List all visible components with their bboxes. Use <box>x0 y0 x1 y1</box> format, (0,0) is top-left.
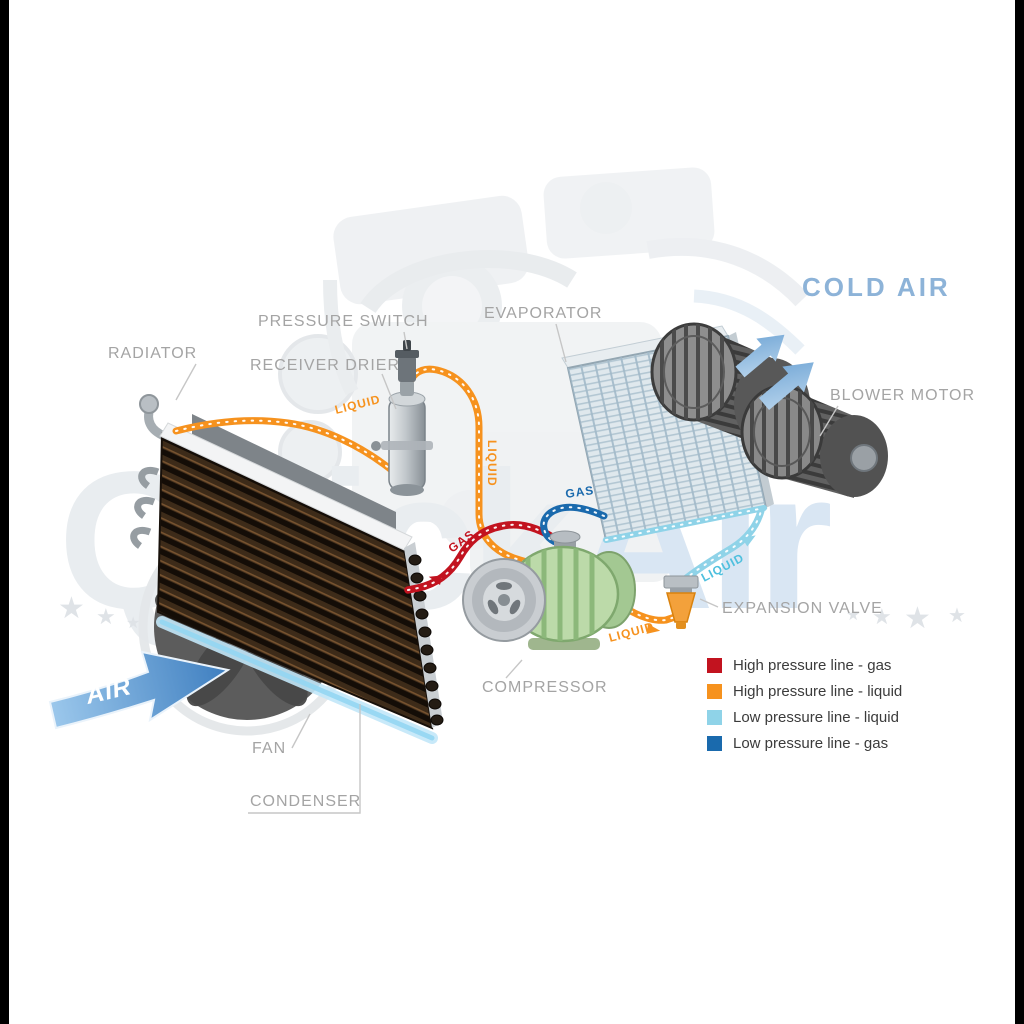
legend-item: High pressure line - gas <box>707 652 902 678</box>
star-icon: ★ <box>948 605 966 627</box>
line-label-gas: GAS <box>564 483 595 501</box>
fan-label: FAN <box>252 740 286 757</box>
expansion-valve-label: EXPANSION VALVE <box>722 600 883 617</box>
legend-label: High pressure line - gas <box>733 656 892 674</box>
condenser-left-fittings <box>130 467 160 549</box>
compressor <box>462 530 636 650</box>
star-icon: ★ <box>872 604 892 629</box>
star-icon: ★ <box>904 602 931 635</box>
radiator-cap <box>139 394 159 414</box>
legend-label: Low pressure line - gas <box>733 734 889 752</box>
legend-item: Low pressure line - liquid <box>707 704 902 730</box>
pressure-switch-label: PRESSURE SWITCH <box>258 313 429 330</box>
condenser-tube-bends <box>408 554 444 726</box>
radiator-label: RADIATOR <box>108 345 197 362</box>
star-icon: ★ <box>846 607 860 624</box>
condenser-top-face <box>159 422 413 551</box>
legend-label: Low pressure line - liquid <box>733 708 899 726</box>
condenser <box>130 422 444 744</box>
blower-motor <box>650 322 888 498</box>
star-icon: ★ <box>58 592 85 625</box>
compressor-label: COMPRESSOR <box>482 679 608 696</box>
blower-motor-label: BLOWER MOTOR <box>830 387 975 404</box>
legend-item: Low pressure line - gas <box>707 730 902 756</box>
component-labels: RADIATOR PRESSURE SWITCH RECEIVER DRIER … <box>108 305 975 814</box>
legend: High pressure line - gas High pressure l… <box>707 652 902 756</box>
blower-motor-cap <box>850 444 878 472</box>
pressure-switch <box>395 340 419 382</box>
cold-air-flow: COLD AIR <box>730 272 951 417</box>
right-black-bar <box>1015 0 1024 1024</box>
evaporator-label: EVAPORATOR <box>484 305 602 322</box>
legend-swatch-low-pressure-liquid <box>707 709 722 725</box>
condenser-label: CONDENSER <box>250 793 361 810</box>
legend-label: High pressure line - liquid <box>733 682 903 700</box>
left-black-bar <box>0 0 9 1024</box>
legend-item: High pressure line - liquid <box>707 678 902 704</box>
cold-air-label: COLD AIR <box>802 272 951 302</box>
air-arrow-icon <box>48 650 231 730</box>
legend-swatch-high-pressure-liquid <box>707 683 722 699</box>
receiver-drier-label: RECEIVER DRIER <box>250 357 400 374</box>
legend-swatch-low-pressure-gas <box>707 735 722 751</box>
star-icon: ★ <box>126 615 140 632</box>
star-icon: ★ <box>96 604 116 629</box>
expansion-valve <box>663 575 699 629</box>
legend-swatch-high-pressure-gas <box>707 657 722 673</box>
line-label-liquid: LIQUID <box>485 440 499 487</box>
receiver-drier <box>371 380 433 496</box>
